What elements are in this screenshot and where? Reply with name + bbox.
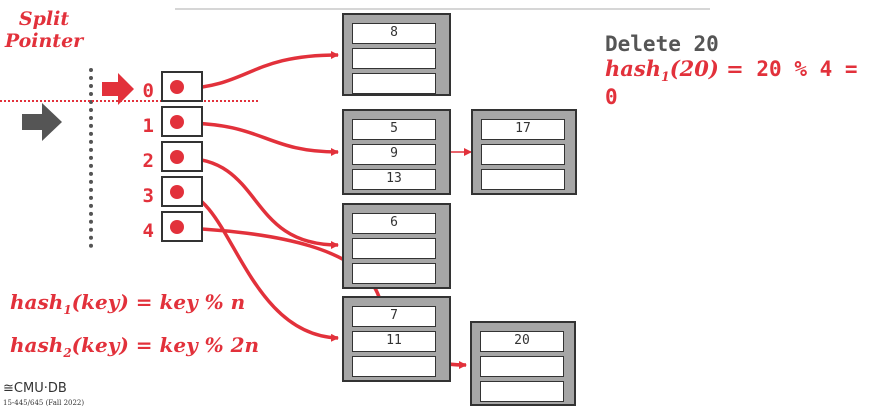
bucket-slot bbox=[352, 48, 436, 69]
formula-body: (key) = key % n bbox=[71, 290, 246, 314]
split-label-line1: Split bbox=[18, 8, 70, 30]
split-label-line2: Pointer bbox=[4, 30, 84, 52]
pointer-dot bbox=[170, 80, 184, 94]
dir-cell-4 bbox=[161, 211, 203, 242]
bucket-slot bbox=[481, 144, 565, 165]
logo-text: CMU·DB bbox=[13, 381, 67, 396]
pointer-0-arrow bbox=[181, 51, 339, 91]
bucket-1: 5 9 13 bbox=[342, 109, 451, 195]
current-arrow bbox=[22, 103, 62, 141]
bucket-slot bbox=[352, 356, 436, 377]
directory-dotted-line bbox=[89, 68, 93, 248]
formula-fn: hash bbox=[10, 290, 64, 314]
dir-slot-number-1: 1 bbox=[142, 115, 154, 137]
bucket-slot: 17 bbox=[481, 119, 565, 140]
formula-fn: hash bbox=[10, 333, 64, 357]
split-pointer-arrow bbox=[102, 73, 134, 105]
dir-slot-number-0: 0 bbox=[142, 80, 154, 102]
formula-body: (key) = key % 2n bbox=[71, 333, 260, 357]
pointer-dot bbox=[170, 220, 184, 234]
operation-hash: hash1(20) = 20 % 4 = 0 bbox=[605, 56, 881, 109]
bucket-2: 6 bbox=[342, 203, 451, 289]
bucket-slot bbox=[481, 169, 565, 190]
dir-cell-2 bbox=[161, 141, 203, 172]
dir-cell-3 bbox=[161, 176, 203, 207]
course-label: 15-445/645 (Fall 2022) bbox=[3, 399, 85, 407]
bucket-0: 8 bbox=[342, 13, 451, 96]
pointer-1-arrow bbox=[181, 121, 339, 156]
bucket-3: 7 11 bbox=[342, 296, 451, 382]
logo-icon: ≅ bbox=[3, 381, 14, 396]
pointer-2-arrow bbox=[181, 156, 339, 249]
formula-subscript: 1 bbox=[63, 303, 72, 317]
bucket-slot: 11 bbox=[352, 331, 436, 352]
bucket-slot: 7 bbox=[352, 306, 436, 327]
bucket-slot: 8 bbox=[352, 23, 436, 44]
split-pointer-label: Split Pointer bbox=[4, 8, 84, 52]
bucket-slot bbox=[480, 381, 564, 402]
top-divider bbox=[175, 8, 710, 10]
bucket-slot: 9 bbox=[352, 144, 436, 165]
cmu-db-logo: ≅CMU·DB bbox=[3, 381, 67, 396]
pointer-dot bbox=[170, 115, 184, 129]
hash-fn-subscript: 1 bbox=[660, 69, 670, 85]
formula-subscript: 2 bbox=[63, 346, 72, 360]
formula-hash2: hash2(key) = key % 2n bbox=[10, 333, 259, 360]
operation-title: Delete 20 bbox=[605, 32, 719, 56]
bucket-slot: 13 bbox=[352, 169, 436, 190]
pointer-dot bbox=[170, 185, 184, 199]
pointer-dot bbox=[170, 150, 184, 164]
bucket-slot: 6 bbox=[352, 213, 436, 234]
bucket-slot: 5 bbox=[352, 119, 436, 140]
dir-slot-number-2: 2 bbox=[142, 150, 154, 172]
formula-hash1: hash1(key) = key % n bbox=[10, 290, 245, 317]
hash-fn-arg: (20) = bbox=[669, 56, 744, 81]
dir-cell-0 bbox=[161, 71, 203, 102]
bucket-slot bbox=[352, 238, 436, 259]
bucket-slot bbox=[480, 356, 564, 377]
overflow-bucket-1: 20 bbox=[470, 321, 576, 406]
hash-result: 20 % 4 = 0 bbox=[605, 57, 858, 110]
hash-fn-name: hash bbox=[605, 56, 661, 81]
split-dotted-line bbox=[0, 100, 258, 102]
bucket-slot: 20 bbox=[480, 331, 564, 352]
overflow-bucket-0: 17 bbox=[471, 109, 577, 195]
bucket-slot bbox=[352, 263, 436, 284]
dir-slot-number-4: 4 bbox=[142, 220, 154, 242]
dir-slot-number-3: 3 bbox=[142, 185, 154, 207]
bucket-slot bbox=[352, 73, 436, 94]
dir-cell-1 bbox=[161, 106, 203, 137]
